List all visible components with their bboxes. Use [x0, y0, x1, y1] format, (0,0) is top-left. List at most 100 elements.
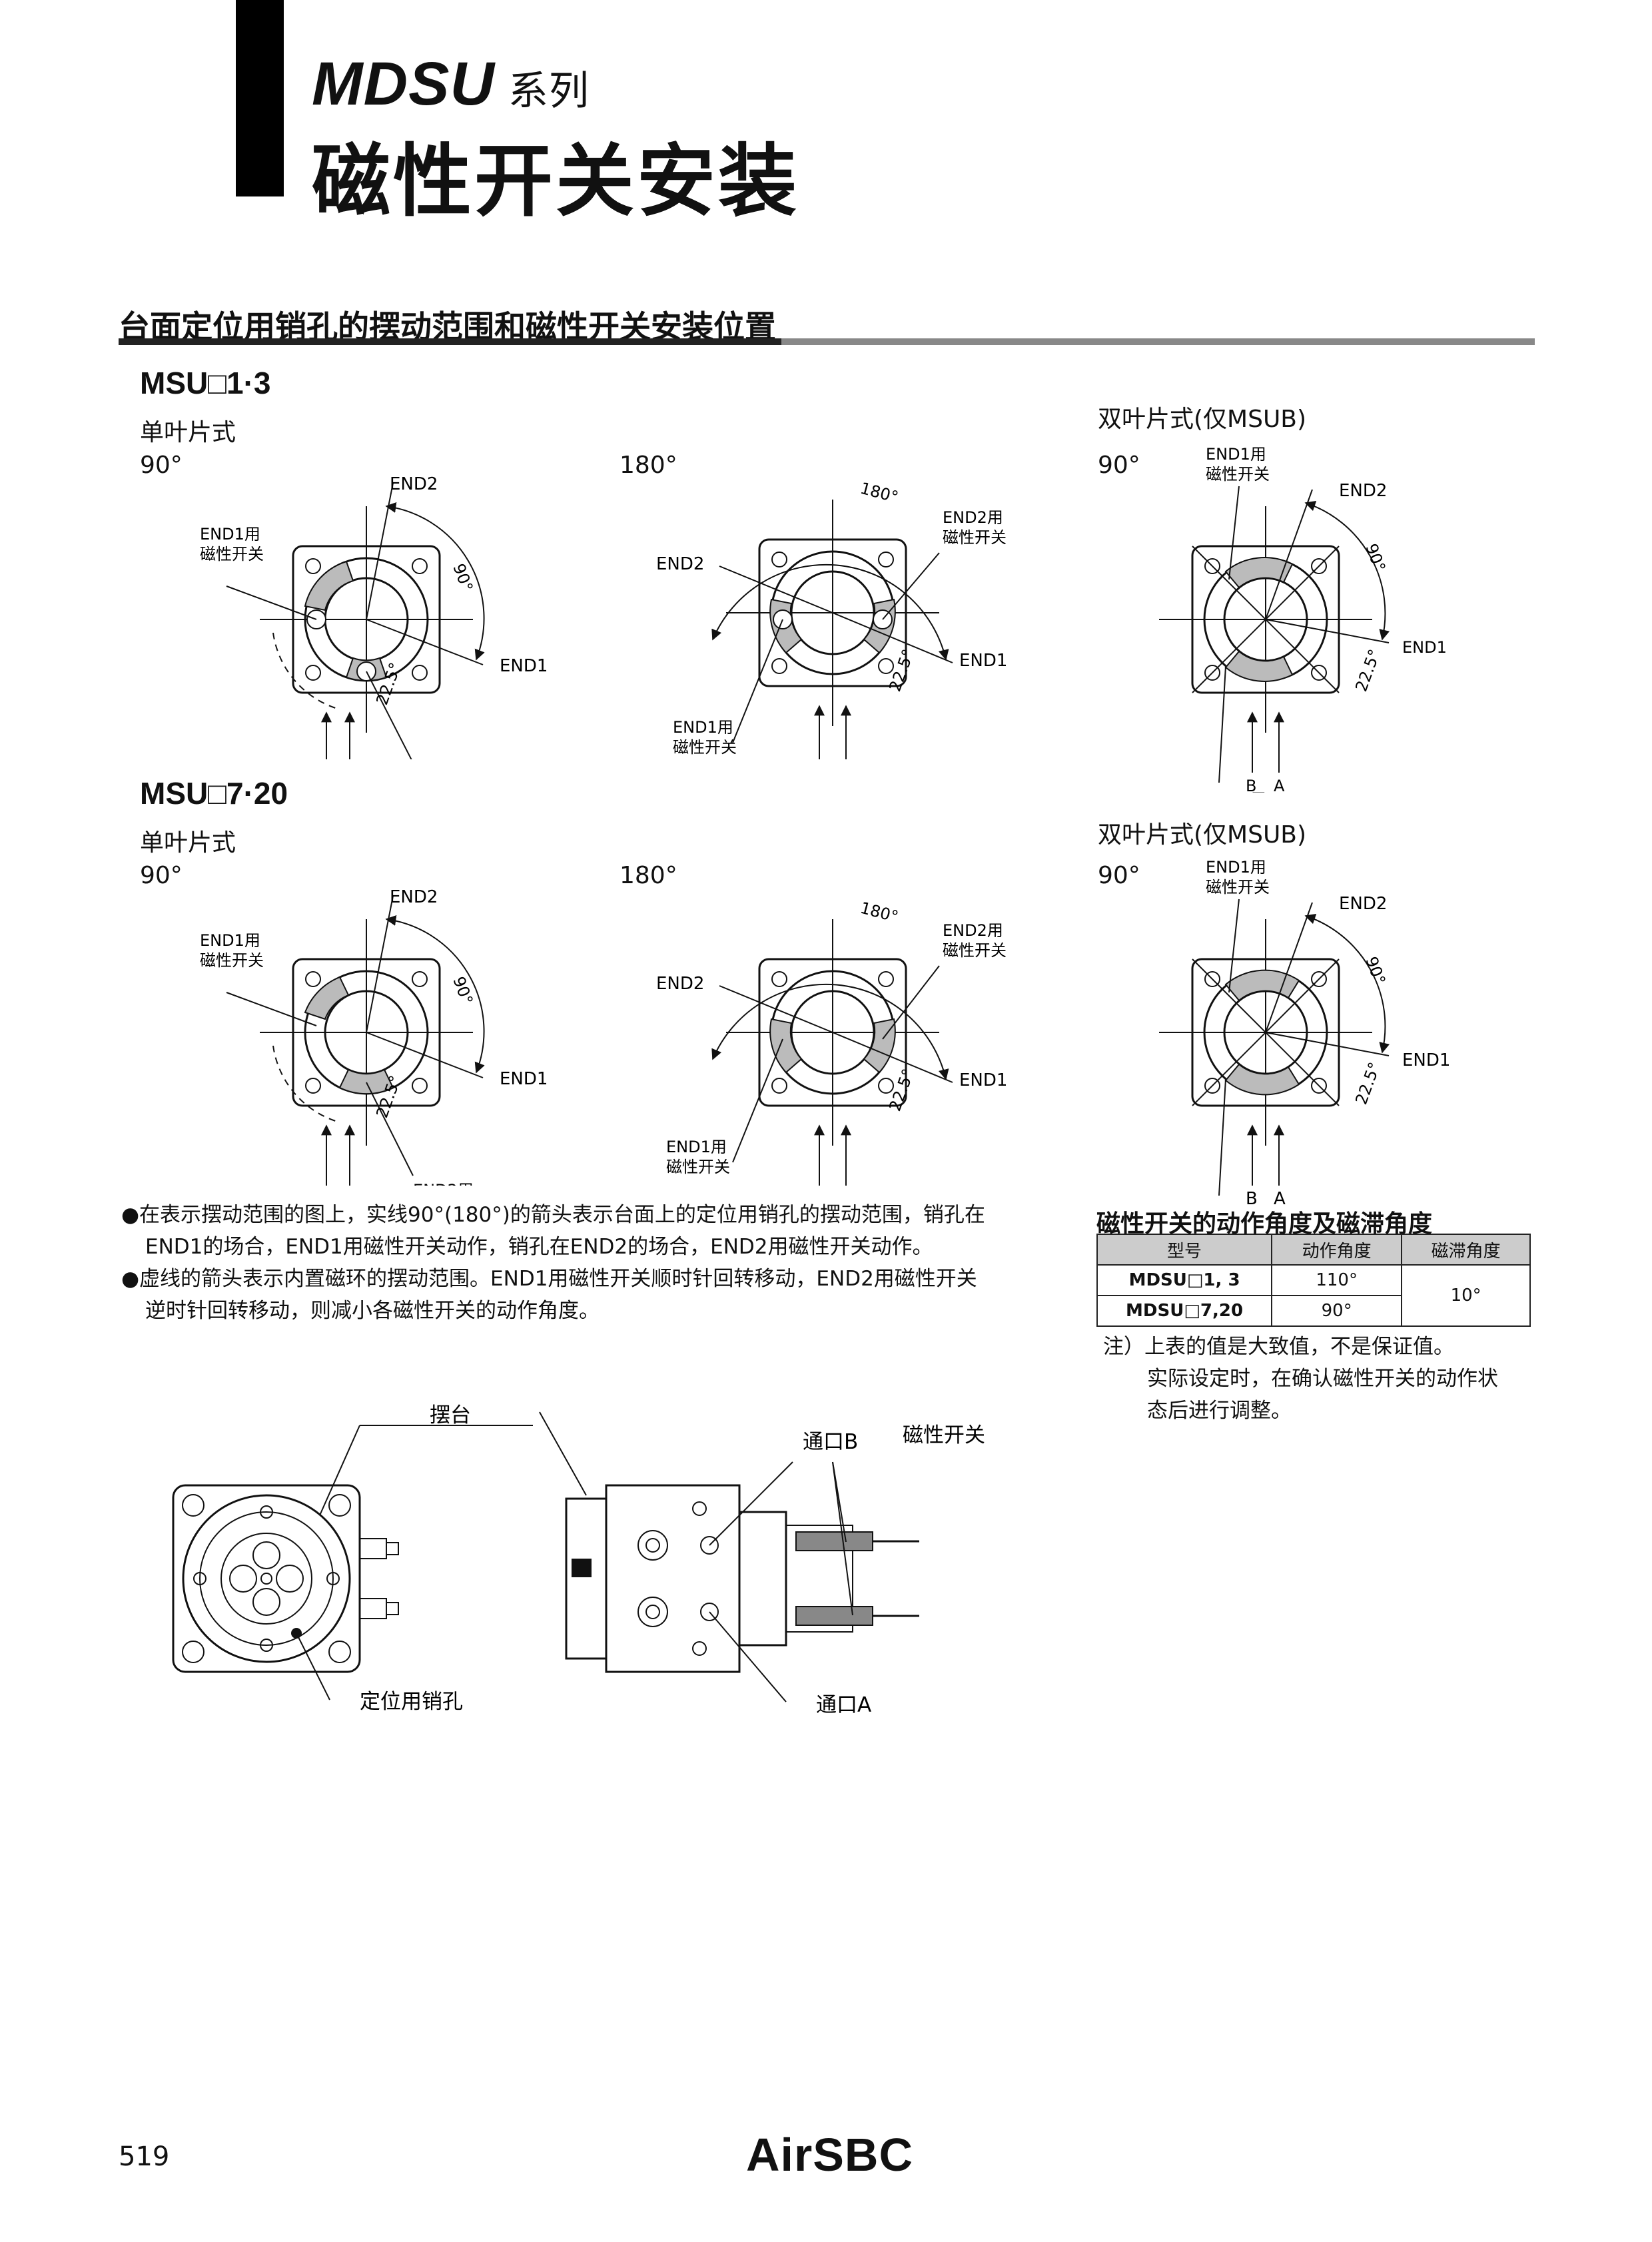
model-msu-1-3: MSU□1·3: [140, 366, 271, 400]
label-end1-for: END1用: [1206, 859, 1266, 877]
label-port-b: 通口B: [803, 1430, 858, 1454]
label-angle-22-5: 22.5°: [1352, 1060, 1384, 1107]
brand-logo: AirSBC: [746, 2129, 914, 2181]
section-rule-accent: [119, 338, 781, 345]
label-end1: END1: [500, 656, 548, 676]
label-switch: 磁性开关: [903, 1423, 985, 1447]
single-vane-label-1: 单叶片式: [140, 419, 236, 446]
diagram-msu13-single-90: END1用 磁性开关 END2 END1 90° 22.5° B A END2用…: [200, 474, 548, 759]
table-title: 磁性开关的动作角度及磁滞角度: [1096, 1210, 1433, 1238]
label-pin-hole: 定位用销孔: [360, 1690, 463, 1714]
notes-block: ●在表示摆动范围的图上，实线90°(180°)的箭头表示台面上的定位用销孔的摆动…: [121, 1199, 1054, 1327]
table-cell-model: MDSU□7,20: [1096, 1295, 1273, 1327]
table-cell-op-angle: 90°: [1271, 1295, 1403, 1327]
label-end2: END2: [1339, 481, 1387, 501]
label-mag-switch: 磁性开关: [200, 545, 264, 563]
front-view: [172, 1425, 399, 1700]
label-angle-90: 90°: [1362, 954, 1389, 987]
table-header: 动作角度: [1271, 1234, 1403, 1266]
angle-label-180: 180°: [620, 452, 677, 479]
angle-label-90: 90°: [1098, 452, 1140, 479]
label-port-b: B: [1246, 1189, 1258, 1206]
label-end1-for: END1用: [200, 931, 260, 950]
label-end1-for: END1用: [666, 1138, 727, 1156]
table-cell-hysteresis: 10°: [1401, 1264, 1531, 1327]
single-vane-label-2: 单叶片式: [140, 829, 236, 857]
label-end1: END1: [959, 1070, 1007, 1090]
table-row: MDSU□1, 3 110° 10°: [1096, 1264, 1531, 1327]
label-end2-for: END2用: [413, 1181, 474, 1186]
label-angle-90: 90°: [449, 561, 476, 594]
label-port-b: B: [1246, 777, 1256, 793]
label-mag-switch: 磁性开关: [673, 738, 737, 757]
angle-label-90: 90°: [1098, 862, 1140, 889]
diagram-msu720-double-90: END1用 磁性开关 END2 END1 90° 22.5° B A END2用…: [1158, 859, 1450, 1206]
table-header: 型号: [1096, 1234, 1273, 1266]
label-mag-switch: 磁性开关: [943, 941, 1007, 960]
label-angle-90: 90°: [1362, 541, 1389, 574]
label-end1: END1: [500, 1069, 548, 1089]
label-angle-180: 180°: [858, 479, 900, 507]
label-mag-switch: 磁性开关: [1206, 465, 1270, 484]
header-bar: [236, 0, 284, 196]
table-note-line: 注）上表的值是大致值，不是保证值。: [1103, 1335, 1454, 1359]
side-view: [539, 1411, 919, 1702]
table-cell-op-angle: 110°: [1271, 1264, 1403, 1296]
label-end2: END2: [1339, 894, 1387, 914]
note-line: ●虚线的箭头表示内置磁环的摆动范围。END1用磁性开关顺时针回转移动，END2用…: [121, 1267, 977, 1291]
label-mag-switch: 磁性开关: [1206, 878, 1270, 897]
section-rule: [119, 338, 1535, 345]
label-end1: END1: [1402, 638, 1447, 657]
table-note: 注）上表的值是大致值，不是保证值。 实际设定时，在确认磁性开关的动作状 态后进行…: [1103, 1331, 1498, 1427]
angle-label-90: 90°: [140, 862, 183, 889]
label-end2: END2: [656, 554, 704, 574]
table-header-row: 型号 动作角度 磁滞角度: [1096, 1234, 1531, 1266]
table-note-line: 态后进行调整。: [1147, 1399, 1292, 1423]
diagram-msu720-single-180: END2 END2用 磁性开关 END1 180° 22.5° END1用 磁性…: [656, 899, 1007, 1186]
label-end1: END1: [1402, 1050, 1450, 1070]
label-angle-22-5: 22.5°: [1352, 647, 1384, 694]
model-msu-7-20: MSU□7·20: [140, 776, 288, 811]
angle-label-180: 180°: [620, 862, 677, 889]
note-line: ●在表示摆动范围的图上，实线90°(180°)的箭头表示台面上的定位用销孔的摆动…: [121, 1203, 985, 1227]
label-angle-22-5: 22.5°: [885, 1066, 918, 1114]
assembly-drawing: 摆台 通口B 磁性开关 通口A 定位用销孔: [172, 1403, 985, 1717]
table-header: 磁滞角度: [1401, 1234, 1531, 1266]
label-end1-for: END1用: [1206, 446, 1266, 464]
table-cell-model: MDSU□1, 3: [1096, 1264, 1273, 1296]
label-port-a: A: [1274, 777, 1285, 793]
double-vane-label-2: 双叶片式(仅MSUB): [1098, 821, 1307, 849]
label-port-a: 通口A: [816, 1693, 871, 1717]
label-end1-for: END1用: [200, 525, 260, 544]
angle-label-90: 90°: [140, 452, 183, 479]
diagram-msu13-double-90: END1用 磁性开关 END2 END1 90° 22.5° B A END2用…: [1158, 446, 1447, 793]
label-mag-switch: 磁性开关: [943, 528, 1007, 547]
page-number: 519: [119, 2141, 170, 2172]
label-mag-switch: 磁性开关: [666, 1158, 730, 1176]
label-mag-switch: 磁性开关: [200, 951, 264, 970]
label-end2: END2: [390, 474, 438, 494]
label-end2-for: END2用: [1206, 790, 1266, 793]
label-angle-90: 90°: [449, 974, 476, 1007]
table-row: MDSU□7,20 90°: [1096, 1295, 1530, 1327]
page-title: 磁性开关安装: [312, 135, 800, 227]
label-angle-180: 180°: [858, 899, 900, 927]
label-end2-for: END2用: [943, 508, 1003, 527]
label-end2: END2: [390, 887, 438, 907]
diagram-msu720-single-90: END1用 磁性开关 END2 END1 90° 22.5° B A END2用…: [200, 887, 548, 1186]
diagram-msu13-single-180: END2 END2用 磁性开关 END1 180° 22.5° END1用 磁性…: [656, 479, 1007, 759]
label-port-a: A: [1274, 1189, 1286, 1206]
operating-angle-table: 型号 动作角度 磁滞角度 MDSU□1, 3 110° 10° MDSU□7,2…: [1096, 1234, 1531, 1327]
label-end2: END2: [656, 974, 704, 994]
label-end1: END1: [959, 651, 1007, 671]
table-note-line: 实际设定时，在确认磁性开关的动作状: [1147, 1367, 1498, 1391]
label-end2-for: END2用: [943, 921, 1003, 940]
note-line: 逆时针回转移动，则减小各磁性开关的动作角度。: [145, 1299, 600, 1323]
note-line: END1的场合，END1用磁性开关动作，销孔在END2的场合，END2用磁性开关…: [145, 1235, 933, 1259]
label-angle-22-5: 22.5°: [885, 647, 918, 694]
double-vane-label-1: 双叶片式(仅MSUB): [1098, 406, 1307, 433]
label-end1-for: END1用: [673, 718, 733, 737]
series-suffix: 系列: [508, 69, 590, 113]
label-table: 摆台: [430, 1403, 471, 1427]
